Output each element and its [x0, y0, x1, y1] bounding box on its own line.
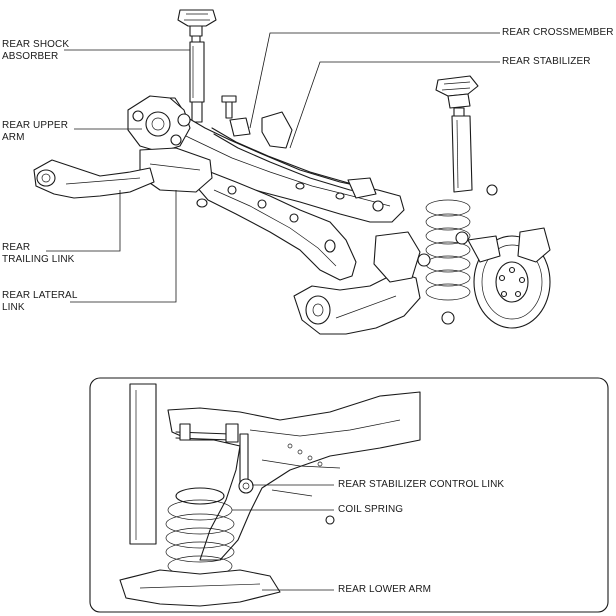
bushing [372, 200, 384, 212]
rear-stabilizer-label: REAR STABILIZER [502, 56, 591, 67]
rear-lateral-link-label-line1: REAR LATERAL [2, 290, 78, 301]
detail-inset [89, 377, 609, 613]
rear-upper-arm-label-line2: ARM [2, 132, 25, 143]
left-trailing-link [33, 159, 155, 199]
rear-lateral-link-label: REAR LATERAL LINK [2, 290, 77, 314]
bushing [486, 184, 498, 196]
right-coil-spring [425, 199, 471, 301]
rear-crossmember-frame [129, 97, 405, 281]
rear-trailing-link-label-line2: TRAILING LINK [2, 254, 75, 265]
rear-lower-arm-label: REAR LOWER ARM [338, 584, 432, 595]
rear-trailing-link-label-line1: REAR [2, 242, 31, 253]
rear-trailing-link-label: REAR TRAILING LINK [2, 242, 74, 266]
rear-stabilizer-control-link-label: REAR STABILIZER CONTROL LINK [338, 479, 505, 490]
leader-lines-inset [232, 484, 334, 591]
rear-upper-arm-label: REAR UPPER ARM [2, 120, 68, 144]
right-shock-absorber [435, 75, 479, 193]
bushing [417, 253, 431, 267]
rear-crossmember-label: REAR CROSSMEMBER [502, 27, 614, 38]
rear-upper-arm-label-line1: REAR UPPER [2, 120, 69, 131]
rear-stabilizer-bar [211, 95, 377, 199]
rear-shock-absorber-label-line1: REAR SHOCK [2, 39, 70, 50]
left-shock-absorber [177, 9, 217, 123]
leader-lines-top [46, 32, 500, 303]
right-hub-disc [441, 227, 551, 329]
coil-spring-label: COIL SPRING [338, 504, 404, 515]
suspension-assembly [33, 9, 551, 335]
rear-lateral-link-label-line2: LINK [2, 302, 25, 313]
rear-shock-absorber-label: REAR SHOCK ABSORBER [2, 39, 69, 63]
right-lower-arm [293, 231, 421, 335]
rear-shock-absorber-label-line2: ABSORBER [2, 51, 59, 62]
left-knuckle [127, 95, 213, 193]
